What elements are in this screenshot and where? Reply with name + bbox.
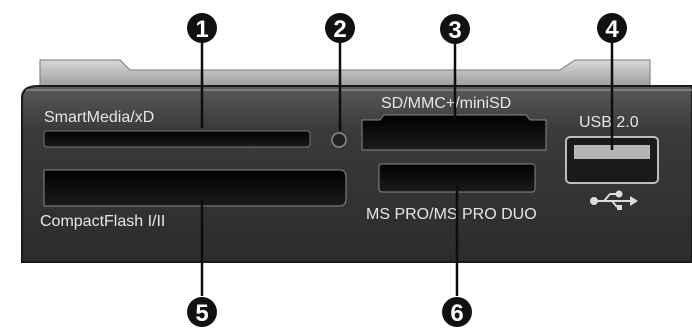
smartmedia-slot[interactable] [43,130,311,148]
callout-1-circle [187,13,217,43]
usb-port-tongue [574,145,650,159]
compactflash-label: CompactFlash I/II [40,213,165,230]
mspro-label: MS PRO/MS PRO DUO [366,206,537,223]
callout-1: 1 [195,16,208,43]
usb-label: USB 2.0 [579,114,639,131]
sd-label: SD/MMC+/miniSD [381,95,511,112]
callout-3: 3 [448,17,461,44]
compactflash-slot[interactable] [43,169,347,207]
callout-4-circle [597,13,627,43]
callout-5: 5 [195,300,208,327]
callout-6: 6 [450,300,463,327]
activity-led [331,132,347,148]
sd-slot[interactable] [361,114,547,151]
panel-top-strip [39,59,651,89]
callout-5-circle [187,297,217,327]
callout-2-circle [325,13,355,43]
callout-4: 4 [605,16,619,43]
smartmedia-label: SmartMedia/xD [44,109,154,126]
leader-lines [200,42,614,296]
callout-6-circle [442,297,472,327]
usb-symbol-icon [590,190,638,210]
callout-3-circle [440,14,470,44]
callout-2: 2 [333,16,346,43]
